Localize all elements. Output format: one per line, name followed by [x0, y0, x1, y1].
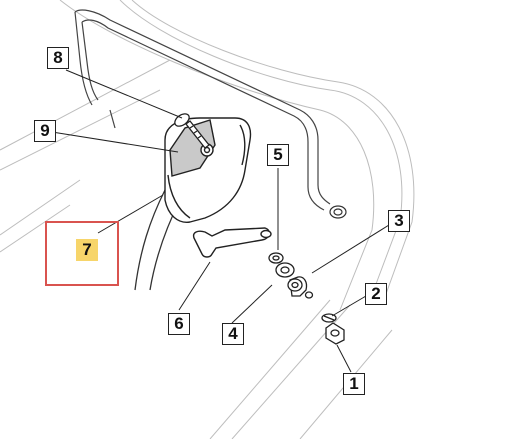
callout-8[interactable]: 8 — [47, 47, 69, 69]
screw-and-nut — [321, 313, 345, 345]
tube-end-fitting — [329, 205, 347, 219]
highlight-frame — [45, 221, 119, 286]
callout-2[interactable]: 2 — [365, 283, 387, 305]
callout-6[interactable]: 6 — [168, 313, 190, 335]
handle-tube — [74, 9, 331, 211]
callout-7[interactable]: 7 — [76, 239, 98, 261]
callout-9[interactable]: 9 — [34, 120, 56, 142]
callout-4[interactable]: 4 — [222, 323, 244, 345]
callout-3[interactable]: 3 — [388, 210, 410, 232]
lever-housing — [164, 117, 252, 223]
callout-1[interactable]: 1 — [343, 373, 365, 395]
lever-arm — [192, 227, 272, 258]
callout-5[interactable]: 5 — [267, 144, 289, 166]
spacer-stack — [268, 252, 314, 299]
handle-outline-faint — [0, 0, 415, 439]
leader-lines — [51, 69, 390, 373]
